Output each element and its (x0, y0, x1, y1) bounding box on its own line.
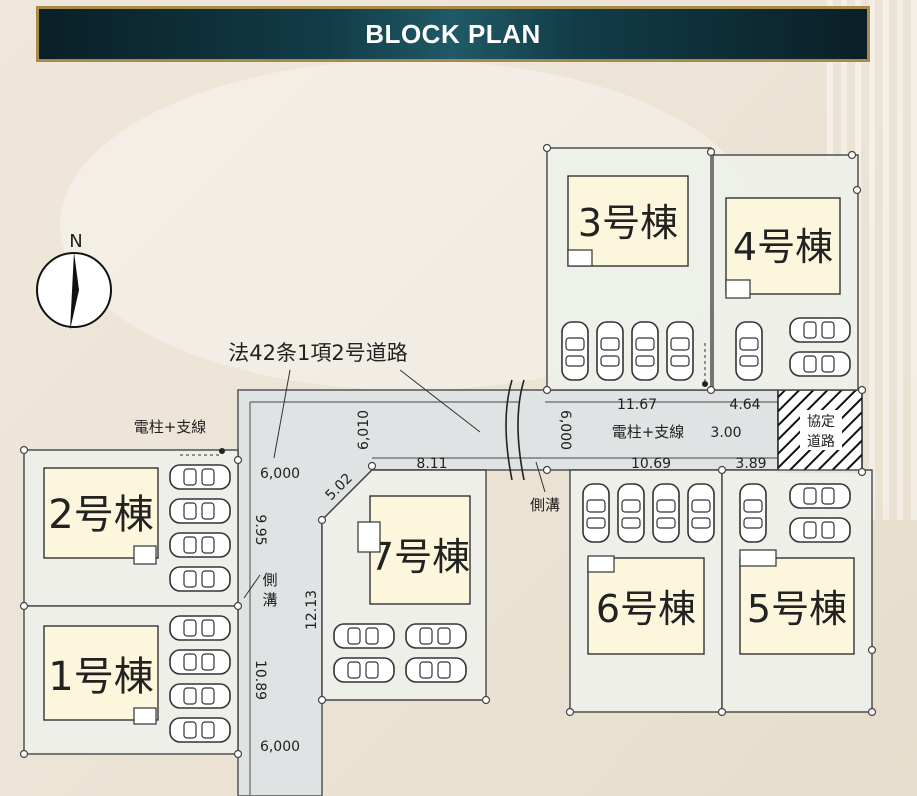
dim-11-67: 11.67 (617, 397, 657, 413)
entrance-mark-lot-3 (567, 249, 593, 267)
dim-6000-bottom: 6,000 (260, 739, 300, 755)
ditch-label-vertical-1: 側 (262, 571, 277, 589)
utility-pole-label-left: 電柱+支線 (134, 418, 207, 436)
agreed-road-label-1: 協定 (807, 414, 835, 430)
utility-pole-icon-right (702, 381, 708, 387)
lot-7-label: 7号棟 (370, 535, 470, 579)
lot-2-building (43, 467, 159, 559)
boundary-markers (19, 143, 877, 759)
dim-12-13: 12.13 (304, 590, 320, 630)
dim-3-00: 3.00 (710, 425, 741, 441)
lot-1-label: 1号棟 (48, 654, 153, 700)
entrance-mark-lot-7 (357, 521, 381, 553)
page-title: BLOCK PLAN (365, 18, 541, 49)
lot-3-label: 3号棟 (578, 201, 678, 245)
road-label: 法42条1項2号道路 (228, 341, 407, 365)
dim-9-95: 9.95 (252, 514, 268, 545)
lot-4-building (725, 197, 841, 295)
lot-2-label: 2号棟 (48, 492, 153, 538)
lot-4-label: 4号棟 (733, 225, 833, 269)
lot-7-building (369, 495, 471, 605)
dim-4-64: 4.64 (729, 397, 760, 413)
dim-3-89: 3.89 (735, 456, 766, 472)
entrance-mark-lot-5 (739, 549, 777, 567)
entrance-mark-lot-4 (725, 279, 751, 299)
entrance-mark-lot-6 (587, 555, 615, 573)
compass-label: N (69, 231, 82, 252)
title-banner: BLOCK PLAN (36, 6, 870, 62)
lot-1-building (43, 625, 159, 721)
lot-6-label: 6号棟 (596, 587, 696, 631)
dim-6000-right: 6,000 (557, 410, 573, 450)
entrance-mark-lot-1 (133, 707, 157, 725)
utility-pole-icon-left (219, 448, 225, 454)
road-break-mark (505, 379, 525, 481)
lot-5-building (739, 557, 855, 655)
dim-10-89: 10.89 (252, 660, 268, 700)
dim-8-11: 8.11 (416, 456, 447, 472)
dim-10-69: 10.69 (631, 456, 671, 472)
ditch-label-vertical-2: 溝 (262, 591, 277, 609)
dim-6010: 6,010 (356, 410, 372, 450)
ditch-label-bottom: 側溝 (530, 496, 560, 514)
entrance-mark-lot-2 (133, 545, 157, 565)
compass-icon: N (36, 231, 112, 330)
dim-6000-top: 6,000 (260, 466, 300, 482)
lot-6-building (587, 557, 705, 655)
lot-5-label: 5号棟 (747, 587, 847, 631)
utility-pole-label-right: 電柱+支線 (612, 423, 685, 441)
agreed-road-label-2: 道路 (807, 434, 835, 450)
